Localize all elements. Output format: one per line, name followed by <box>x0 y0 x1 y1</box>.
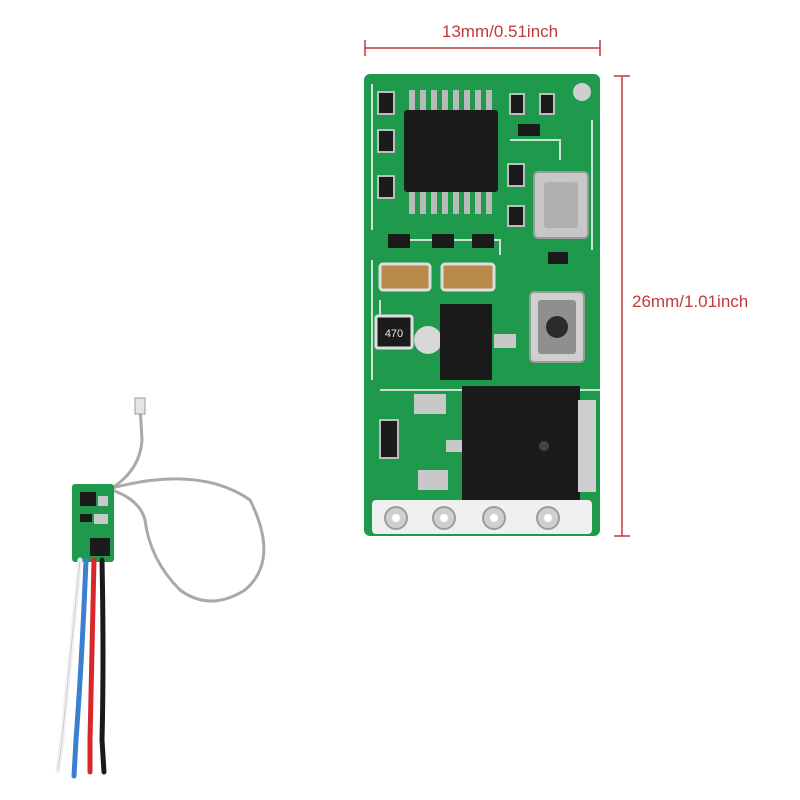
diode <box>379 419 399 459</box>
wire-blue <box>71 557 89 779</box>
solder-holes <box>372 500 592 534</box>
antenna-wire <box>111 404 266 603</box>
crystal-oscillator <box>533 171 589 239</box>
mosfet-transistor <box>414 386 596 504</box>
pcb-board: 470 <box>364 74 600 536</box>
wire-black <box>99 557 107 775</box>
width-dimension-label: 13mm/0.51inch <box>441 22 559 41</box>
capacitor-pair <box>378 262 496 292</box>
round-pad <box>414 326 442 354</box>
tactile-button <box>529 291 585 363</box>
resistor-marking: 470 <box>385 328 403 340</box>
height-dimension-line <box>614 75 630 537</box>
test-pad <box>573 83 591 101</box>
height-dimension-label: 26mm/1.01inch <box>632 292 749 311</box>
antenna-tip <box>134 397 146 415</box>
voltage-regulator <box>440 304 516 380</box>
wire-red <box>87 557 97 775</box>
width-dimension-line <box>364 40 601 56</box>
main-ic-chip <box>404 90 498 214</box>
smd-components-left <box>377 91 494 248</box>
small-receiver-module <box>55 397 266 779</box>
smd-components-right <box>507 93 568 264</box>
resistor-470: 470 <box>374 314 414 350</box>
